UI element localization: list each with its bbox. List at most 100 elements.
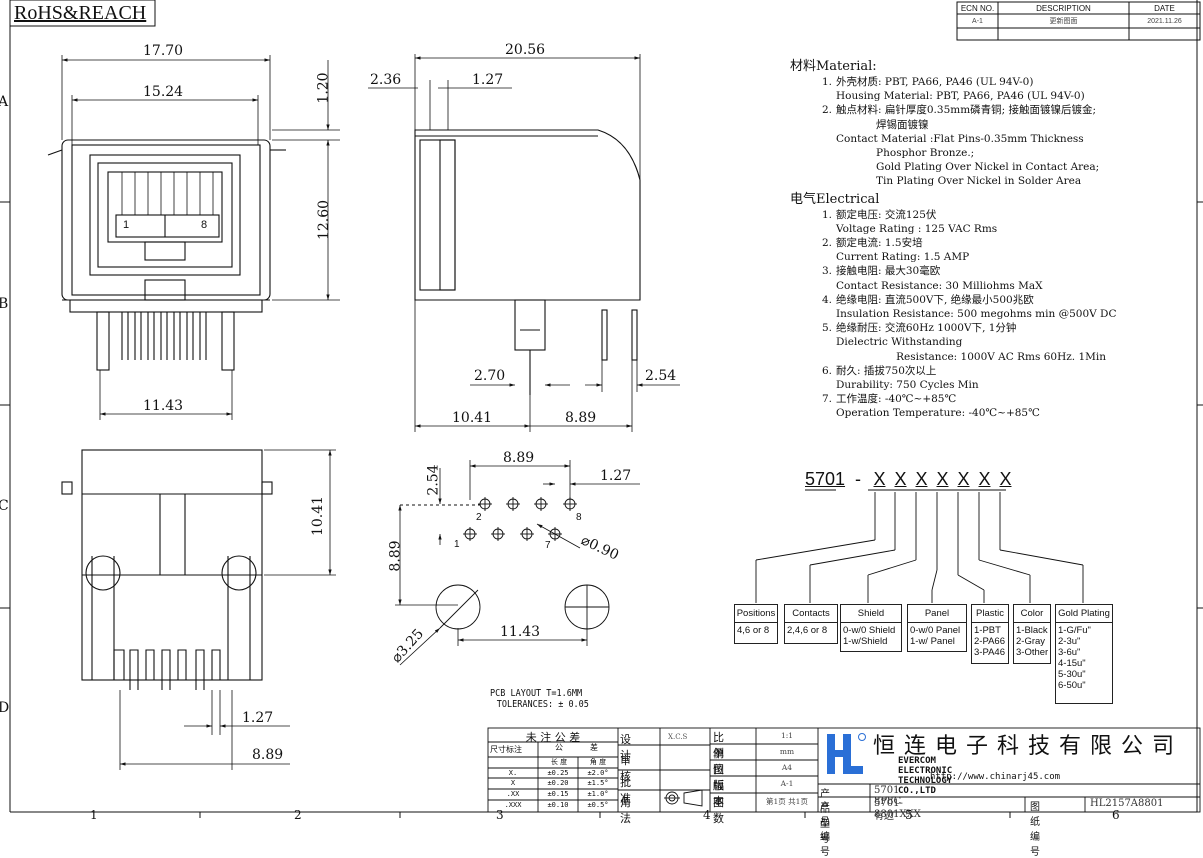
material-number	[790, 160, 836, 174]
electrical-text: Current Rating: 1.5 AMP	[836, 251, 970, 264]
material-number: 1.	[821, 76, 832, 88]
electrical-text: 额定电压: 交流125伏	[836, 208, 937, 221]
scale-value: A4	[781, 763, 793, 772]
pin-label-8: 8	[576, 512, 582, 523]
ecn-row-no: A-1	[972, 17, 983, 25]
electrical-line: Contact Resistance: 30 Milliohms MaX	[790, 279, 1195, 293]
material-number: 2.	[821, 104, 832, 117]
dim-side-post: 2.70	[474, 368, 506, 384]
scale-value: mm	[779, 747, 795, 756]
material-line: Housing Material: PBT, PA66, PA46 (UL 94…	[790, 89, 1195, 103]
dim-side-pin: 2.54	[645, 368, 677, 384]
scale-value: A-1	[780, 779, 794, 788]
part-code-slot: X	[978, 469, 991, 489]
electrical-line: 2.额定电流: 1.5安培	[790, 236, 1195, 250]
tol-cell: ±2.0°	[587, 769, 609, 777]
material-heading: 材料Material:	[790, 59, 877, 74]
ecn-header-no: ECN NO.	[960, 3, 995, 13]
option-box-title: Gold Plating	[1056, 605, 1112, 623]
tol-cell: .XX	[506, 790, 520, 798]
material-line: 1.外壳材质: PBT, PA66, PA46 (UL 94V-0)	[790, 75, 1195, 89]
electrical-number	[790, 250, 836, 264]
tol-cell: ±0.25	[547, 769, 569, 777]
pin-label-1: 1	[454, 539, 460, 550]
dim-pcb-pitch: 1.27	[600, 468, 632, 484]
tol-col-angle: 角 度	[589, 758, 607, 766]
electrical-text: Operation Temperature: -40℃~+85℃	[836, 407, 1040, 420]
electrical-number	[790, 307, 836, 321]
company-logo	[827, 734, 863, 774]
pcb-note: PCB LAYOUT T=1.6MM TOLERANCES: ± 0.05	[490, 688, 589, 710]
dim-pcb-top: 8.89	[503, 450, 535, 466]
company-cn: 恒 连 电 子 科 技 有 限 公 司	[873, 734, 1175, 759]
option-box-body: 4,6 or 8	[737, 625, 770, 636]
row-label-b: B	[0, 296, 9, 312]
code-value: 5701-8801XXX	[874, 798, 921, 820]
dim-side-bottom1: 10.41	[452, 410, 493, 426]
drawing-label: 图纸编号	[1030, 802, 1040, 858]
side-view	[414, 129, 641, 395]
row-label-c: C	[0, 498, 9, 514]
jack-label-1: 1	[123, 219, 130, 231]
pin-label-7: 7	[545, 540, 551, 551]
ecn-table	[956, 1, 1201, 41]
electrical-text: Contact Resistance: 30 Milliohms MaX	[836, 279, 1043, 292]
dim-front-top: 1.20	[315, 72, 332, 104]
dim-side-length: 20.56	[505, 42, 546, 58]
dim-pcb-row: 2.54	[425, 464, 442, 496]
tol-cell: X	[510, 779, 516, 787]
code-label: 产品编号	[820, 802, 830, 858]
option-box-body: 0-w/0 Panel 1-w/ Panel	[910, 625, 961, 647]
electrical-line: 3.接触电阻: 最大30毫欧	[790, 264, 1195, 278]
electrical-text: 绝缘耐压: 交流60Hz 1000V下, 1分钟	[836, 322, 1017, 335]
scale-label: 图 幅	[713, 763, 724, 792]
electrical-text: Dielectric Withstanding	[836, 336, 963, 349]
electrical-text: 额定电流: 1.5安培	[836, 237, 923, 250]
material-line: 焊锡面镀镍	[790, 118, 1195, 132]
material-text: Tin Plating Over Nickel in Solder Area	[836, 175, 1082, 188]
electrical-text: 耐久: 插拔750次以上	[836, 364, 937, 377]
col-label-3: 3	[496, 808, 504, 822]
pin-label-2: 2	[476, 512, 482, 523]
electrical-line: Durability: 750 Cycles Min	[790, 378, 1195, 392]
ecn-table-text: ECN NO. DESCRIPTION DATE A-1 更新图面 2021.1…	[957, 2, 1200, 28]
material-number	[790, 89, 836, 103]
electrical-number	[790, 222, 836, 236]
electrical-number	[790, 335, 836, 349]
electrical-number: 6.	[821, 364, 832, 377]
code-leaders	[755, 489, 1084, 603]
dim-front-inner: 15.24	[143, 84, 184, 100]
electrical-line: 6. 耐久: 插拔750次以上	[790, 364, 1195, 378]
ecn-row-date: 2021.11.26	[1147, 17, 1182, 25]
pcb-note-line2: TOLERANCES: ± 0.05	[496, 699, 589, 710]
electrical-number	[790, 350, 836, 364]
material-number	[790, 146, 836, 160]
material-line: Gold Plating Over Nickel in Contact Area…	[790, 160, 1195, 174]
material-number	[790, 132, 836, 146]
role-review: 审 核	[620, 754, 631, 783]
dim-side-lead: 2.36	[370, 72, 402, 88]
electrical-number: 1.	[821, 208, 832, 221]
scale-value: 第1页 共1页	[766, 797, 808, 806]
material-text: 触点材料: 扁针厚度0.35mm磷青铜; 接触面镀镍后镀金;	[836, 104, 1097, 117]
material-line: Tin Plating Over Nickel in Solder Area	[790, 174, 1195, 188]
part-code-slot: X	[936, 469, 949, 489]
ecn-header-date: DATE	[1154, 3, 1175, 13]
part-code-slot: X	[915, 469, 928, 489]
dim-front-height: 12.60	[316, 199, 333, 241]
spec-block: 材料Material: 1.外壳材质: PBT, PA66, PA46 (UL …	[790, 56, 1195, 421]
option-box-title: Plastic	[972, 605, 1008, 623]
ecn-row-desc: 更新图面	[1049, 18, 1078, 25]
company-en: EVERCOM ELECTRONIC TECHNOLOGY CO.,LTD	[898, 756, 953, 796]
electrical-heading: 电气Electrical	[790, 191, 880, 207]
option-box-title: Shield	[841, 605, 901, 623]
electrical-number: 7.	[821, 393, 832, 406]
scale-label: 比 例	[713, 731, 724, 760]
electrical-number	[790, 378, 836, 392]
dim-pcb-vert: 8.89	[387, 540, 404, 572]
front-view	[47, 139, 286, 371]
designer-name: X.C.S	[668, 733, 688, 741]
